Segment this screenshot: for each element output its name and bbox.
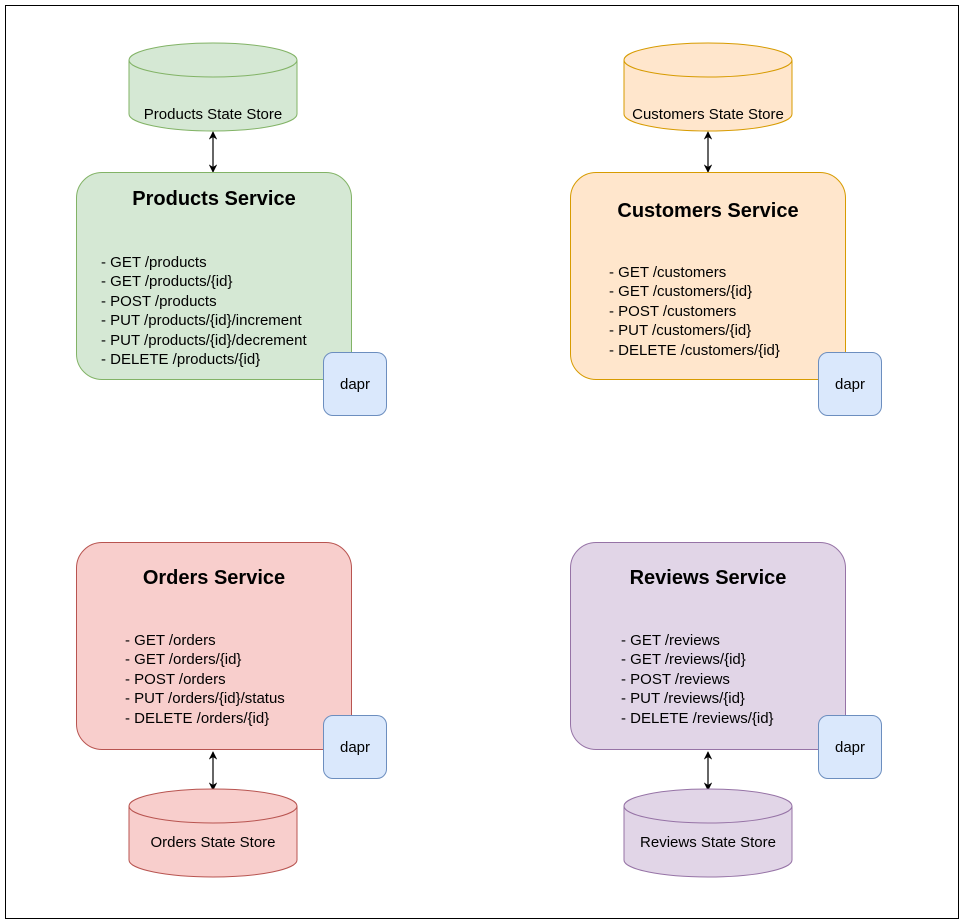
- endpoint-item: - POST /customers: [609, 302, 737, 320]
- orders-state-store[interactable]: Orders State Store: [128, 788, 298, 878]
- endpoint-list: - GET /orders - GET /orders/{id} - POST …: [125, 631, 285, 728]
- endpoint-item: - POST /reviews: [621, 670, 730, 688]
- endpoint-list: - GET /products - GET /products/{id} - P…: [101, 253, 307, 369]
- endpoint-item: - GET /products: [101, 254, 207, 271]
- database-icon: [623, 788, 793, 878]
- endpoint-item: - GET /orders/{id}: [125, 651, 242, 669]
- endpoint-item: - PUT /reviews/{id}: [621, 690, 745, 708]
- endpoint-item: - DELETE /customers/{id}: [609, 341, 780, 359]
- orders-dapr-sidecar[interactable]: dapr: [323, 715, 387, 779]
- service-title: Orders Service: [142, 567, 286, 589]
- endpoint-item: - PUT /orders/{id}/status: [125, 690, 285, 708]
- products-dapr-sidecar[interactable]: dapr: [323, 352, 387, 416]
- orders-service[interactable]: Orders Service - GET /orders - GET /orde…: [76, 542, 352, 750]
- endpoint-item: - DELETE /reviews/{id}: [621, 709, 774, 727]
- store-label: Customers State Store: [632, 106, 784, 123]
- endpoint-item: - DELETE /orders/{id}: [125, 709, 270, 727]
- customers-state-store[interactable]: Customers State Store: [623, 42, 793, 132]
- endpoint-item: - GET /orders: [125, 632, 216, 649]
- endpoint-item: - POST /products: [101, 292, 217, 310]
- reviews-dapr-sidecar[interactable]: dapr: [818, 715, 882, 779]
- products-state-store[interactable]: Products State Store: [128, 42, 298, 132]
- endpoint-item: - PUT /products/{id}/increment: [101, 312, 302, 330]
- endpoint-item: - PUT /customers/{id}: [609, 322, 752, 340]
- endpoint-list: - GET /reviews - GET /reviews/{id} - POS…: [621, 631, 774, 728]
- service-title: Reviews Service: [629, 567, 787, 589]
- database-icon: [128, 788, 298, 878]
- products-service[interactable]: Products Service - GET /products - GET /…: [76, 172, 352, 380]
- reviews-service[interactable]: Reviews Service - GET /reviews - GET /re…: [570, 542, 846, 750]
- endpoint-item: - GET /customers/{id}: [609, 283, 753, 301]
- endpoint-item: - PUT /products/{id}/decrement: [101, 331, 307, 349]
- database-icon: [623, 42, 793, 132]
- customers-dapr-sidecar[interactable]: dapr: [818, 352, 882, 416]
- reviews-state-store[interactable]: Reviews State Store: [623, 788, 793, 878]
- customers-service[interactable]: Customers Service - GET /customers - GET…: [570, 172, 846, 380]
- endpoint-item: - POST /orders: [125, 670, 226, 688]
- endpoint-item: - GET /reviews/{id}: [621, 651, 746, 669]
- store-label: Reviews State Store: [640, 834, 776, 851]
- database-icon: [128, 42, 298, 132]
- store-label: Products State Store: [143, 106, 283, 123]
- endpoint-item: - GET /customers: [609, 264, 727, 281]
- service-title: Products Service: [132, 188, 296, 210]
- endpoint-item: - DELETE /products/{id}: [101, 351, 261, 369]
- diagram-frame: [5, 5, 959, 919]
- endpoint-item: - GET /reviews: [621, 632, 720, 649]
- service-title: Customers Service: [617, 200, 799, 222]
- endpoint-list: - GET /customers - GET /customers/{id} -…: [609, 263, 780, 360]
- endpoint-item: - GET /products/{id}: [101, 273, 233, 291]
- store-label: Orders State Store: [150, 834, 276, 851]
